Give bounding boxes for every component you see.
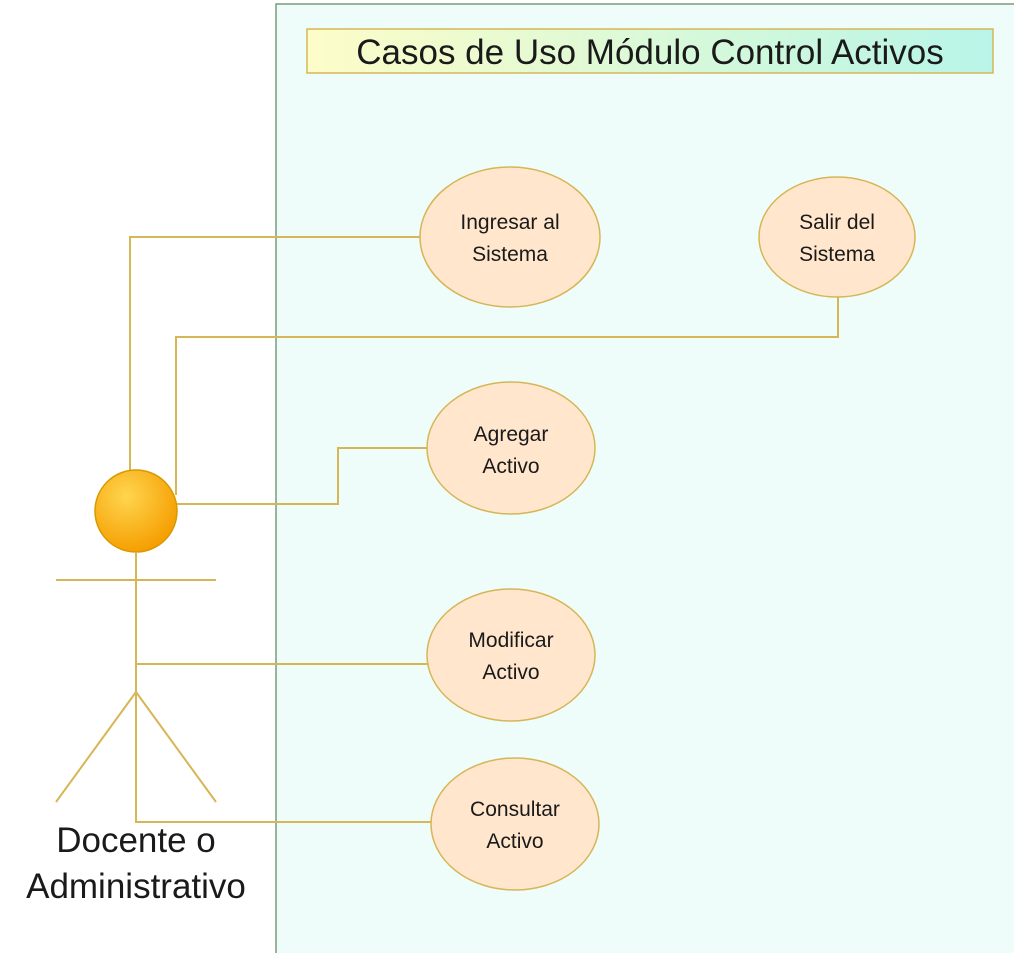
use-case-label-line1: Salir del <box>799 211 875 234</box>
use-case-label-line1: Consultar <box>470 798 560 821</box>
use-case-label-line2: Sistema <box>799 243 875 266</box>
use-case-label-line1: Agregar <box>474 423 549 446</box>
use-case-label-line2: Activo <box>482 455 539 478</box>
association-ingresar <box>129 236 420 470</box>
use-case-ellipse <box>430 757 600 891</box>
system-title: Casos de Uso Módulo Control Activos <box>306 28 994 74</box>
use-case-modificar-activo[interactable]: Modificar Activo <box>426 588 596 722</box>
actor-head <box>94 469 178 553</box>
use-case-consultar-activo[interactable]: Consultar Activo <box>430 757 600 891</box>
association-salir <box>175 297 839 495</box>
use-case-ellipse <box>419 166 601 308</box>
title-text: Casos de Uso Módulo Control Activos <box>356 33 944 72</box>
actor-left-leg <box>55 691 137 803</box>
use-case-label-line1: Modificar <box>468 629 553 652</box>
use-case-label-line2: Activo <box>482 661 539 684</box>
system-boundary <box>275 3 1014 953</box>
use-case-ingresar-sistema[interactable]: Ingresar al Sistema <box>419 166 601 308</box>
use-case-agregar-activo[interactable]: Agregar Activo <box>426 381 596 515</box>
title-box <box>306 28 994 74</box>
use-case-label-line2: Sistema <box>472 243 548 266</box>
actor-label-line1: Docente o <box>56 821 216 860</box>
use-case-label-line2: Activo <box>486 830 543 853</box>
use-case-salir-sistema[interactable]: Salir del Sistema <box>758 176 916 298</box>
actor-docente: Docente o Administrativo <box>26 469 246 906</box>
use-case-ellipse <box>758 176 916 298</box>
use-case-ellipse <box>426 588 596 722</box>
use-case-label-line1: Ingresar al <box>460 211 559 234</box>
actor-right-leg <box>135 691 217 803</box>
use-case-ellipse <box>426 381 596 515</box>
actor-label-line2: Administrativo <box>26 867 246 906</box>
association-agregar <box>176 447 430 505</box>
